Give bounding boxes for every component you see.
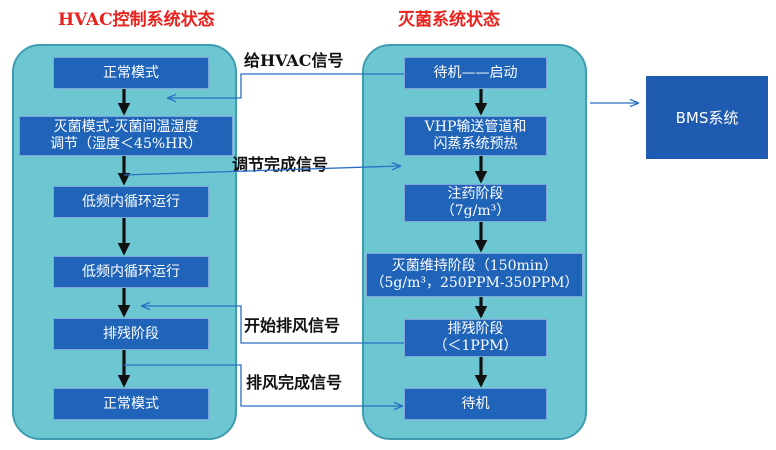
signal-line-to-hvac [168,73,404,98]
hvac-step-residual-exhaust: 排残阶段 [53,318,209,350]
hvac-step-normal-mode-final: 正常模式 [53,388,209,420]
ster-step-residual-exhaust: 排残阶段 （＜1PPM） [404,319,547,357]
signal-line-start-exhaust [142,306,404,344]
ster-step-preheat: VHP输送管道和 闪蒸系统预热 [404,116,547,156]
sterilization-panel-title: 灭菌系统状态 [398,10,500,30]
bms-system-box: BMS系统 [646,76,768,159]
hvac-step-sterilize-humidity: 灭菌模式-灭菌间温湿度 调节（湿度＜45%HR） [19,116,233,156]
signal-label-to-hvac: 给HVAC信号 [244,51,344,70]
sterilization-panel [362,44,587,440]
hvac-step-low-freq-circulation-2: 低频内循环运行 [53,256,209,288]
signal-label-start-exhaust: 开始排风信号 [244,316,341,335]
ster-step-injection: 注药阶段 （7g/m³） [404,184,547,222]
signal-label-exhaust-done: 排风完成信号 [246,373,343,392]
signal-line-adjust-done [123,166,400,176]
signal-line-exhaust-done [124,364,402,406]
ster-step-maintain: 灭菌维持阶段（150min） （5g/m³，250PPM-350PPM） [366,253,583,297]
ster-step-standby-start: 待机——启动 [404,57,547,89]
ster-step-standby: 待机 [404,388,547,420]
hvac-step-normal-mode: 正常模式 [53,57,209,89]
hvac-panel-title: HVAC控制系统状态 [58,10,215,30]
hvac-step-low-freq-circulation-1: 低频内循环运行 [53,186,209,218]
